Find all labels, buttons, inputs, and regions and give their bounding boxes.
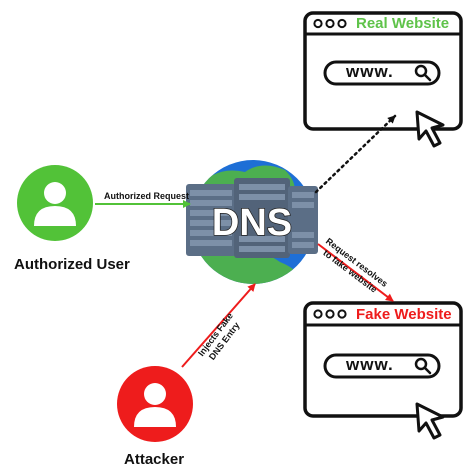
injects-fake-arrow — [181, 283, 256, 368]
dns-label: DNS — [212, 202, 292, 244]
to-real-website-arrow — [314, 114, 397, 194]
real-url-text: www. — [346, 62, 394, 81]
dns-server-icon: DNS — [186, 160, 318, 284]
real-website-browser — [303, 11, 463, 131]
fake-url-bar — [323, 353, 441, 379]
fake-website-browser — [303, 301, 463, 418]
attacker-icon — [117, 366, 193, 442]
real-website-title: Real Website — [356, 15, 450, 32]
cursor-icon — [415, 110, 445, 148]
resolves-fake-arrow — [317, 243, 394, 302]
real-url-bar — [323, 60, 441, 86]
attacker-label: Attacker — [124, 451, 185, 468]
cursor-icon — [415, 402, 445, 440]
authorized-request-label: Authorized Request — [104, 191, 190, 201]
fake-url-text: www. — [346, 355, 394, 374]
authorized-user-label: Authorized User — [14, 256, 130, 273]
search-icon — [414, 357, 432, 375]
authorized-user-icon — [17, 165, 93, 241]
search-icon — [414, 64, 432, 82]
fake-website-title: Fake Website — [356, 306, 452, 323]
